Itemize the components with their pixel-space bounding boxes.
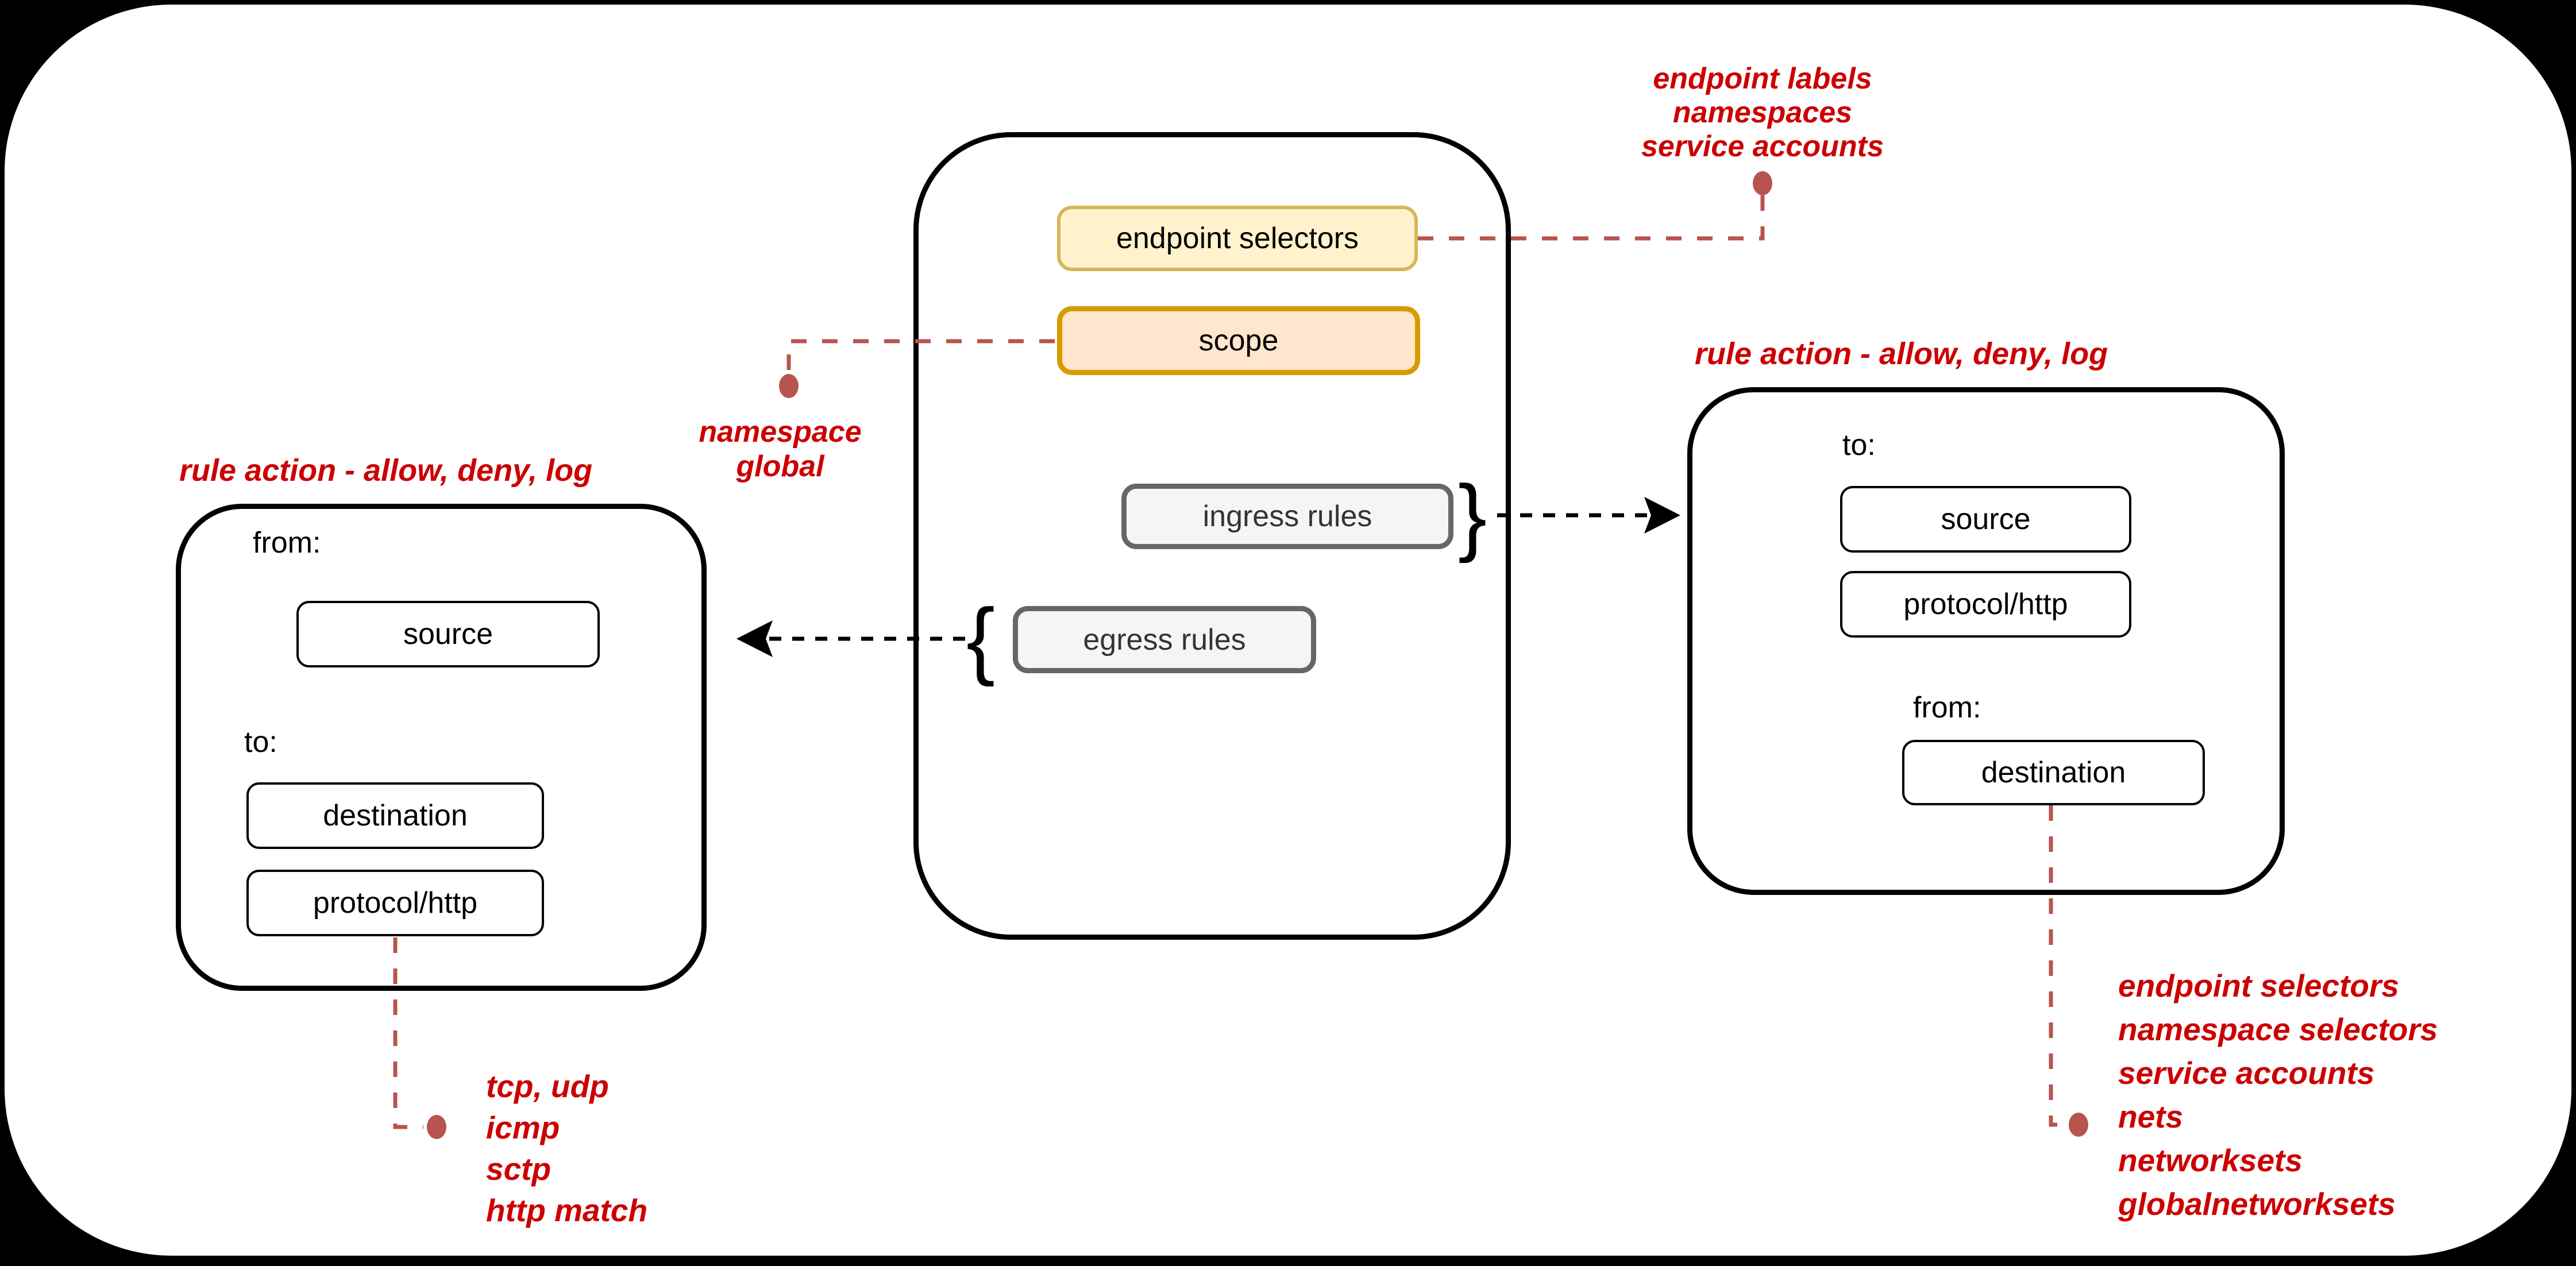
scope-label: scope xyxy=(1198,324,1279,357)
ingress-rules-box: ingress rules xyxy=(1121,484,1453,549)
ingress-rule-action-title: rule action - allow, deny, log xyxy=(1695,337,2108,371)
egress-rules-box: egress rules xyxy=(1013,606,1316,673)
protocol-note: tcp, udp icmp sctp http match xyxy=(486,1066,647,1231)
ingress-rules-label: ingress rules xyxy=(1202,500,1372,533)
ingress-source-label: source xyxy=(1941,503,2031,536)
ingress-brace: } xyxy=(1458,467,1487,563)
ingress-detail-container xyxy=(1687,387,2285,895)
note-line: namespace selectors xyxy=(2118,1012,2438,1047)
egress-destination-label: destination xyxy=(323,799,468,832)
ingress-from-label: from: xyxy=(1913,691,1981,724)
egress-protocol-box: protocol/http xyxy=(246,870,544,936)
destination-note: endpoint selectors namespace selectors s… xyxy=(2118,964,2438,1226)
note-line: endpoint selectors xyxy=(2118,968,2399,1003)
note-line: globalnetworksets xyxy=(2118,1186,2396,1222)
egress-rule-action-title: rule action - allow, deny, log xyxy=(179,453,593,488)
ingress-destination-box: destination xyxy=(1902,740,2205,805)
scope-box: scope xyxy=(1057,306,1420,375)
note-line: service accounts xyxy=(2118,1055,2375,1091)
note-line: global xyxy=(736,450,824,483)
note-line: sctp xyxy=(486,1151,552,1187)
egress-rules-label: egress rules xyxy=(1083,623,1246,657)
endpoint-selectors-note: endpoint labels namespaces service accou… xyxy=(1561,62,1964,164)
egress-destination-box: destination xyxy=(246,782,544,849)
note-line: service accounts xyxy=(1641,130,1884,163)
egress-source-box: source xyxy=(296,601,600,667)
egress-protocol-label: protocol/http xyxy=(313,886,478,920)
note-line: nets xyxy=(2118,1099,2184,1134)
note-line: endpoint labels xyxy=(1653,62,1872,95)
scope-note: namespace global xyxy=(637,415,924,484)
egress-to-label: to: xyxy=(244,725,277,759)
ingress-protocol-label: protocol/http xyxy=(1903,588,2068,621)
ingress-destination-label: destination xyxy=(1981,756,2126,789)
egress-source-label: source xyxy=(403,617,493,651)
note-line: namespaces xyxy=(1672,96,1853,129)
ingress-to-label: to: xyxy=(1842,429,1876,462)
egress-brace: { xyxy=(966,590,996,687)
note-line: networksets xyxy=(2118,1143,2303,1178)
note-line: http match xyxy=(486,1192,648,1228)
note-line: namespace xyxy=(699,415,862,449)
ingress-source-box: source xyxy=(1840,486,2131,553)
endpoint-selectors-box: endpoint selectors xyxy=(1057,206,1418,271)
endpoint-selectors-label: endpoint selectors xyxy=(1116,222,1359,255)
note-line: tcp, udp xyxy=(486,1068,609,1104)
egress-from-label: from: xyxy=(253,526,321,559)
ingress-protocol-box: protocol/http xyxy=(1840,571,2131,638)
note-line: icmp xyxy=(486,1110,560,1145)
